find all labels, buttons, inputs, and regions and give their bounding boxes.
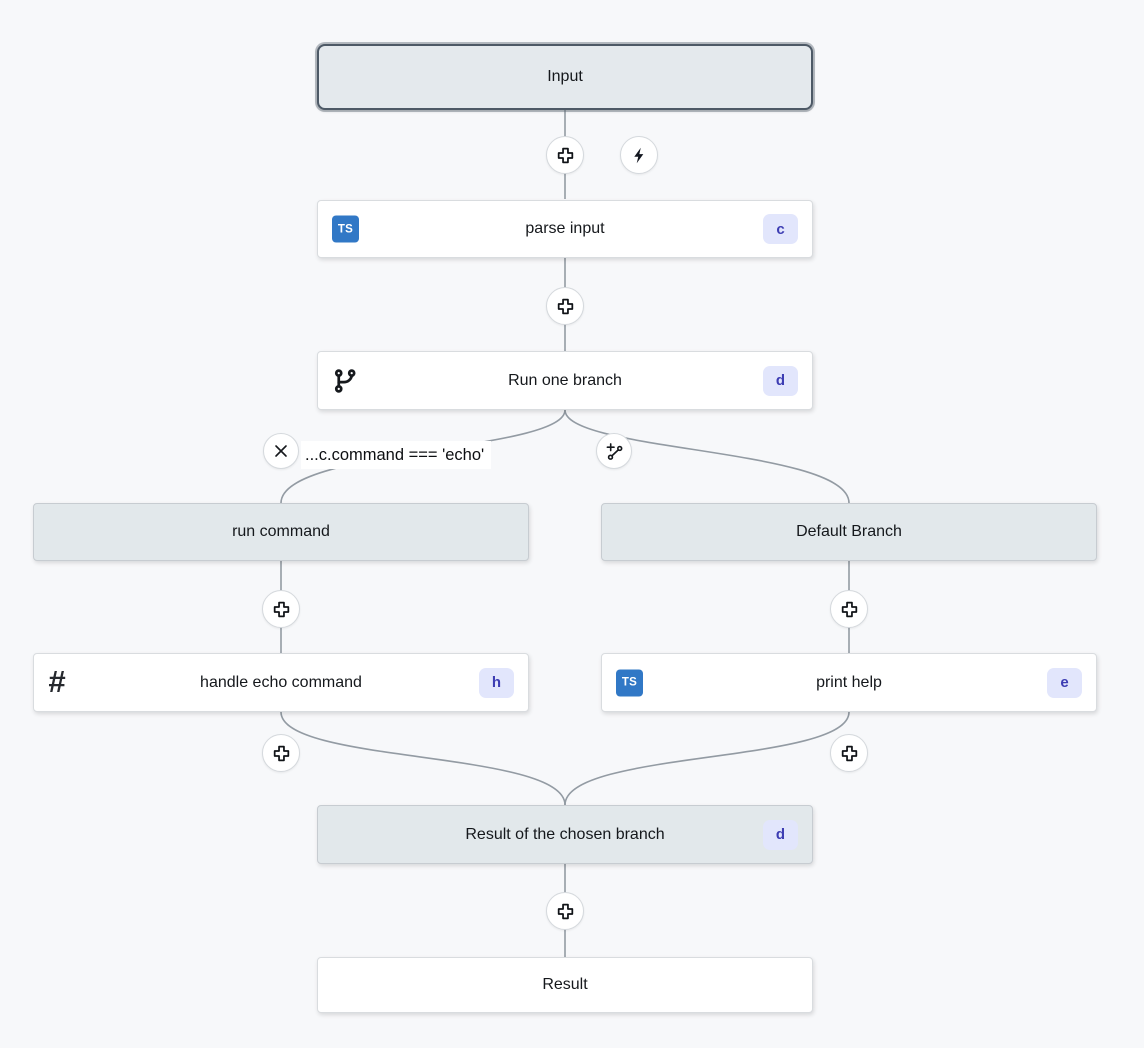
node-result-label: Result [542, 976, 588, 993]
step-id-badge: d [763, 365, 798, 396]
plus-icon [273, 601, 289, 617]
add-step-button[interactable] [830, 590, 868, 628]
step-id-badge: c [763, 214, 798, 244]
branch-condition-label[interactable]: ...c.command === 'echo' [301, 441, 492, 469]
trigger-button[interactable] [620, 136, 658, 174]
plus-icon [557, 298, 573, 314]
node-input[interactable]: Input [317, 44, 813, 110]
node-parse-input-label: parse input [525, 220, 605, 237]
add-step-button[interactable] [546, 136, 584, 174]
node-default-branch[interactable]: Default Branch [601, 503, 1097, 561]
node-handle-echo-command-label: handle echo command [200, 673, 362, 691]
node-print-help[interactable]: TS print help e [601, 653, 1097, 712]
node-input-label: Input [547, 68, 583, 85]
step-id-badge: d [763, 819, 798, 850]
add-step-button[interactable] [262, 590, 300, 628]
hash-icon: # [48, 663, 66, 699]
add-step-button[interactable] [546, 892, 584, 930]
node-run-command-label: run command [232, 523, 330, 540]
git-branch-icon [332, 367, 359, 394]
zap-icon [633, 147, 643, 163]
node-run-one-branch[interactable]: Run one branch d [317, 351, 813, 410]
step-id-badge: h [479, 667, 514, 698]
typescript-icon: TS [616, 669, 643, 696]
plus-icon [557, 147, 573, 163]
add-branch-button[interactable] [596, 433, 632, 469]
branch-condition-button[interactable] [263, 433, 299, 469]
plus-icon [841, 601, 857, 617]
x-icon [275, 445, 287, 457]
node-run-command[interactable]: run command [33, 503, 529, 561]
plus-icon [557, 903, 573, 919]
step-id-badge: e [1047, 667, 1082, 698]
node-default-branch-label: Default Branch [796, 523, 902, 540]
add-branch-icon [606, 442, 622, 460]
node-run-one-branch-label: Run one branch [508, 371, 622, 389]
typescript-icon: TS [332, 215, 359, 243]
add-step-button[interactable] [830, 734, 868, 772]
node-parse-input[interactable]: TS parse input c [317, 200, 813, 258]
node-print-help-label: print help [816, 673, 882, 691]
add-step-button[interactable] [546, 287, 584, 325]
node-result-of-chosen-branch-label: Result of the chosen branch [465, 825, 665, 843]
add-step-button[interactable] [262, 734, 300, 772]
plus-icon [273, 745, 289, 761]
node-result[interactable]: Result [317, 957, 813, 1013]
node-result-of-chosen-branch[interactable]: Result of the chosen branch d [317, 805, 813, 864]
plus-icon [841, 745, 857, 761]
node-handle-echo-command[interactable]: # handle echo command h [33, 653, 529, 712]
